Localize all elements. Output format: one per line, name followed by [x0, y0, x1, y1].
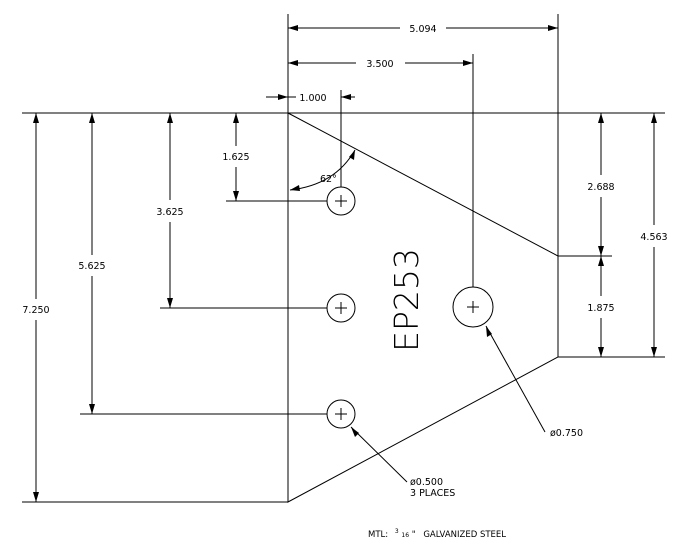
leader-lines — [350, 325, 546, 483]
callout-small-holes-count: 3 PLACES — [410, 488, 455, 499]
hole-2 — [326, 293, 356, 323]
dim-width-overall: 5.094 — [409, 24, 436, 35]
arrowheads — [33, 25, 657, 502]
dimension-lines — [35, 27, 655, 502]
material-note: MTL: 3 16 " GALVANIZED STEEL — [368, 526, 506, 540]
dim-hole3-drop: 5.625 — [78, 261, 105, 272]
dim-angle: 62° — [320, 174, 337, 185]
callout-large-hole: ø0.750 — [550, 428, 583, 439]
dim-large-hole-offset: 3.500 — [366, 59, 393, 70]
dim-hole1-drop: 1.625 — [222, 152, 249, 163]
hole-1 — [326, 186, 356, 216]
large-hole — [452, 286, 494, 328]
hole-3 — [326, 399, 356, 429]
material-note-prefix: MTL: — [368, 530, 388, 540]
material-note-inch-mark: " — [412, 530, 416, 540]
dim-right-edge-length: 1.875 — [587, 303, 614, 314]
dim-right-top-segment: 2.688 — [587, 182, 614, 193]
material-note-suffix: GALVANIZED STEEL — [423, 530, 506, 540]
dim-height-overall: 7.250 — [22, 305, 49, 316]
material-note-fraction-numerator: 3 — [395, 528, 399, 535]
dim-small-hole-offset: 1.000 — [299, 93, 326, 104]
material-note-fraction-denominator: 16 — [401, 532, 409, 539]
extension-lines — [22, 14, 665, 503]
callout-small-holes-diameter: ø0.500 — [410, 477, 443, 488]
part-label: EP253 — [387, 248, 426, 352]
dim-right-overall: 4.563 — [640, 232, 667, 243]
dim-hole2-drop: 3.625 — [156, 207, 183, 218]
